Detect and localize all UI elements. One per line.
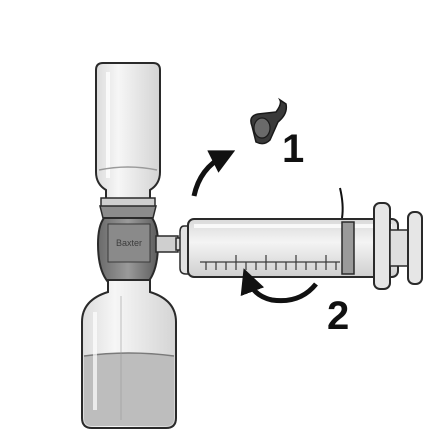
connector-device-icon: Baxter (96, 205, 179, 283)
connector-brand-text: Baxter (116, 238, 142, 248)
diluent-bottle-icon (81, 279, 177, 429)
step-2-label: 2 (327, 294, 350, 338)
vial-upside-down-icon (95, 62, 161, 209)
step-1-label: 1 (282, 127, 305, 171)
rotate-arrow-back-icon (240, 268, 318, 304)
cap-removed-icon (250, 97, 288, 145)
rotate-arrow-up-icon (191, 150, 236, 197)
syringe-icon (175, 187, 423, 290)
